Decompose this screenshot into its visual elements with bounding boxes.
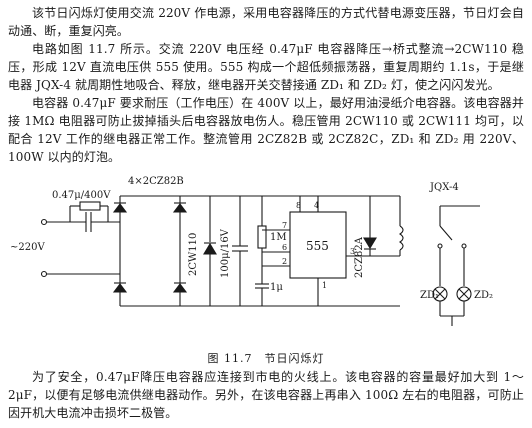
pin-7-label: 7 [282,221,287,230]
filter-cap-label: 100μ/16V [220,228,231,278]
ic-label: 555 [306,239,329,253]
lamp1-label: ZD₁ [420,290,439,301]
circuit-diagram: 4×2CZ82B 0.47μ/400V ~220V 2CW110 100μ/16… [10,176,493,326]
pin-3-label: 3 [350,247,355,256]
rectifier-label: 4×2CZ82B [128,176,184,187]
timing-cap-label: 1μ [270,282,283,293]
relay-label: JQX-4 [429,182,459,193]
relay-diode-label: 2CZ82A [354,236,365,278]
safety-note-paragraph: 为了安全，0.47μF降压电容器应连接到市电的火线上。该电容器的容量最好加大到 … [8,370,524,420]
source-label: ~220V [10,242,45,253]
circuit-description-paragraph: 电路如图 11.7 所示。交流 220V 电压经 0.47μF 电容器降压→桥式… [8,42,524,92]
zener-label: 2CW110 [188,233,199,276]
pin-4-label: 4 [314,201,319,210]
pin-6-label: 6 [282,243,287,252]
lamp2-label: ZD₂ [474,290,493,301]
pin-2-label: 2 [282,257,287,266]
resistor-label: 1M [270,232,287,243]
intro-paragraph: 该节日闪烁灯使用交流 220V 作电源，采用电容器降压的方式代替电源变压器，节日… [8,6,524,38]
capacitor-label: 0.47μ/400V [52,190,111,201]
component-notes-paragraph: 电容器 0.47μF 要求耐压（工作电压）在 400V 以上，最好用油浸纸介电容… [8,96,524,164]
pin-8-label: 8 [296,201,301,210]
figure-caption: 图 11.7 节日闪烁灯 [207,352,325,365]
pin-1-label: 1 [322,281,327,290]
